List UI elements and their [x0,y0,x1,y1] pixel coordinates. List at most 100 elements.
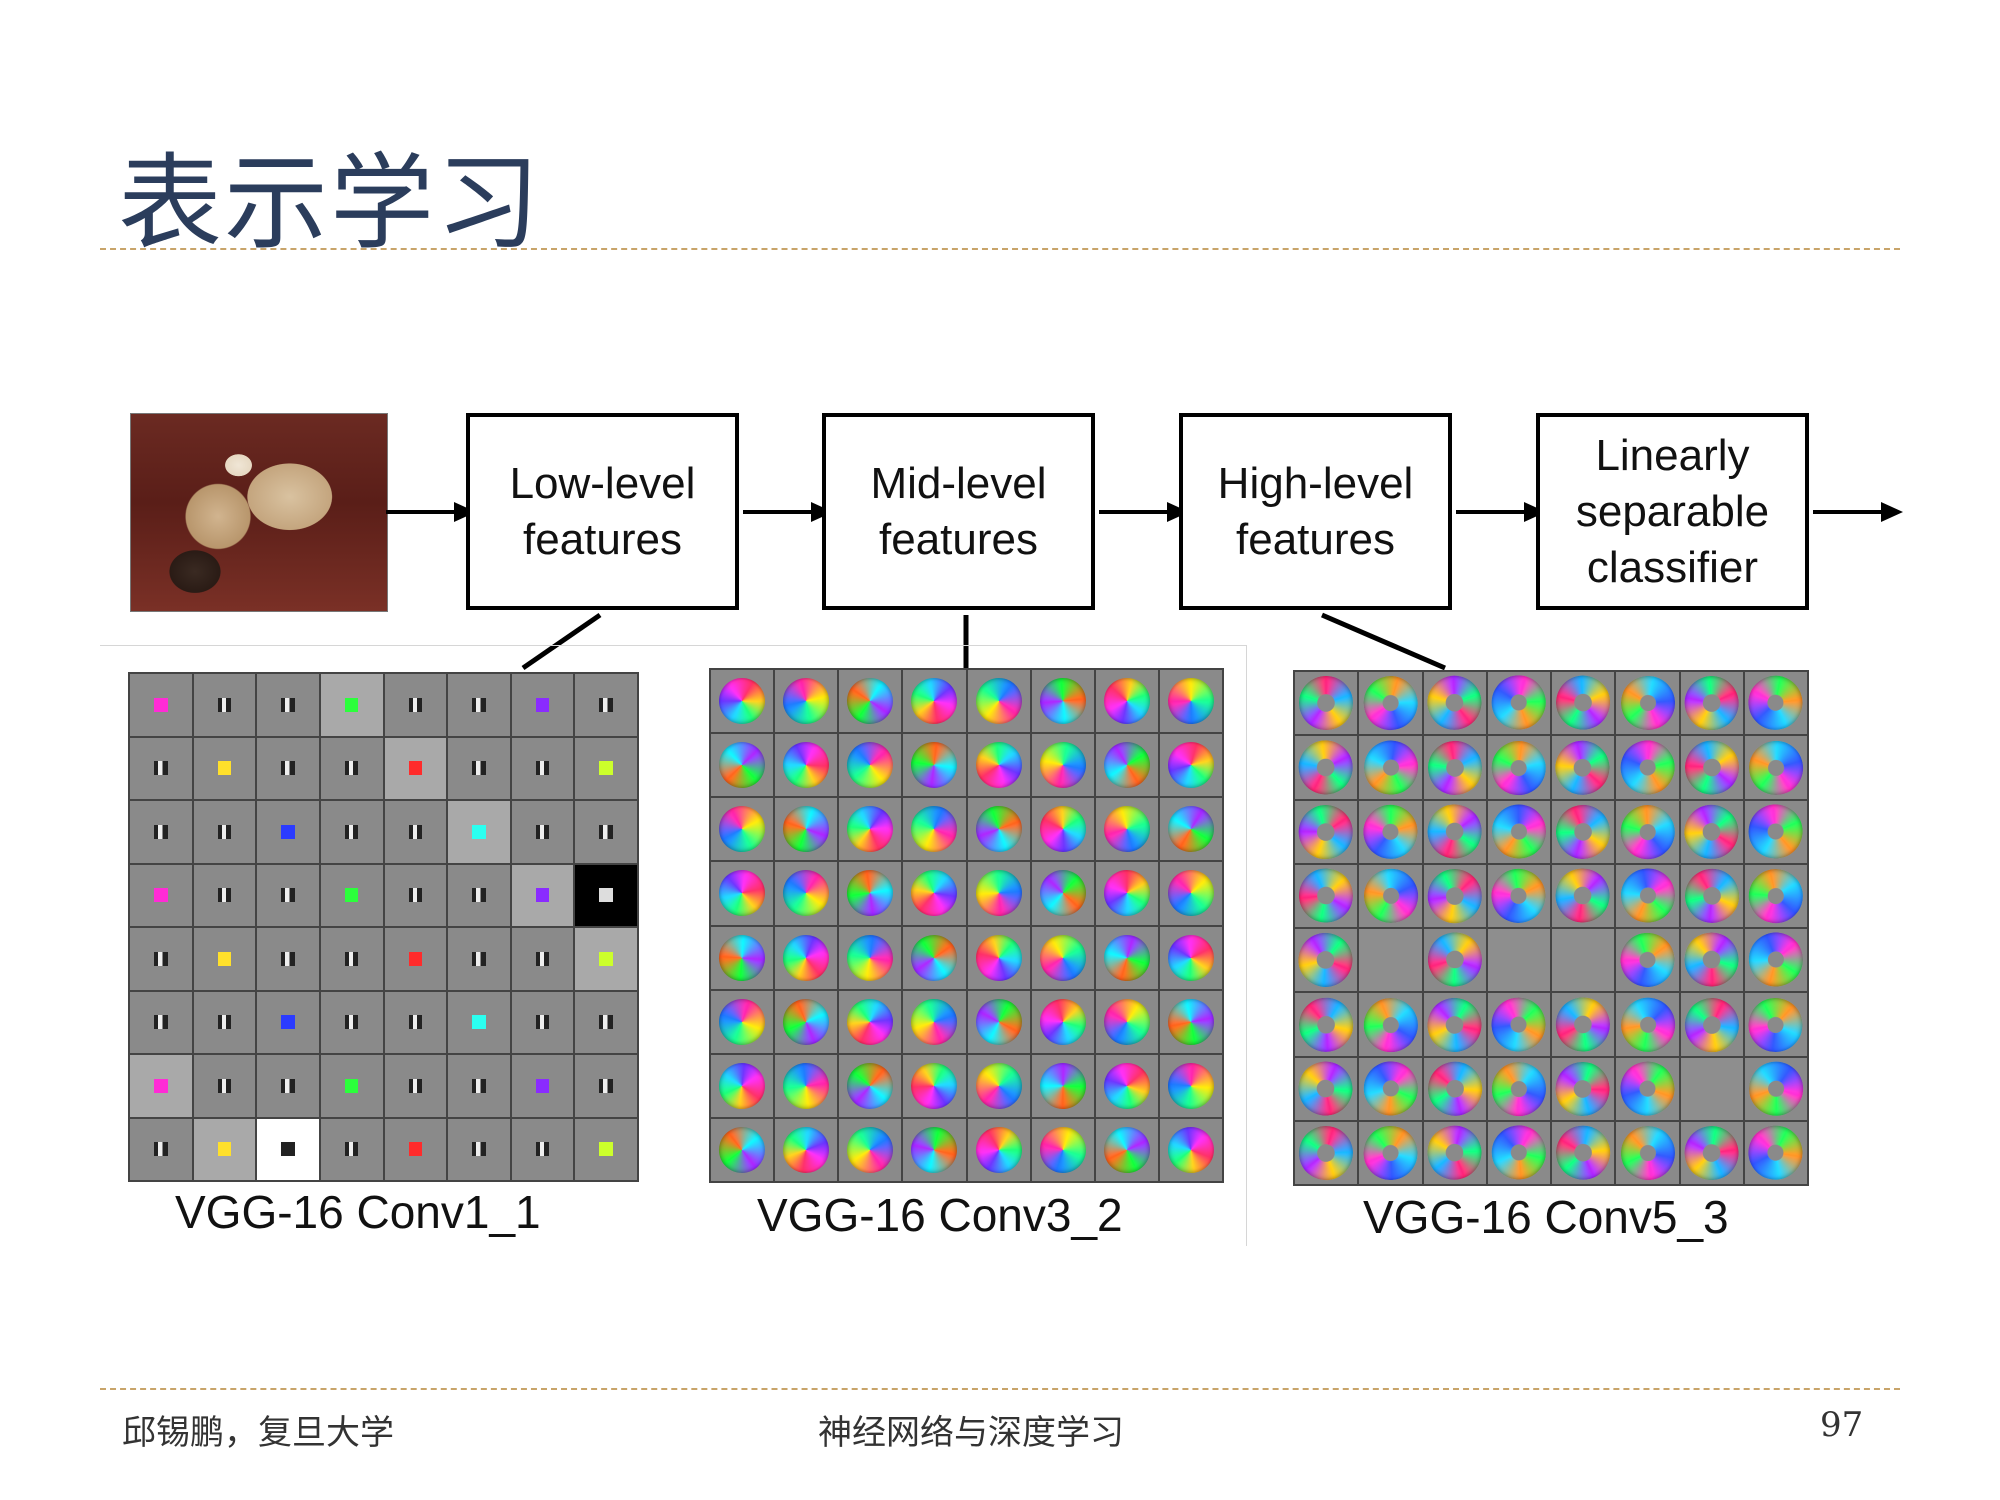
conv1-filter-cell [384,1118,447,1180]
conv1-filter-swatch [154,824,168,839]
conv5-filter-cell [1743,734,1809,801]
conv3-filter-cell [966,796,1031,862]
conv1-filter-cell [193,1055,256,1117]
conv1-filter-cell [193,1118,256,1180]
conv1-filter-swatch [535,1142,550,1156]
conv1-filter-swatch [281,951,295,966]
conv5-filter-cell [1291,925,1361,995]
conv1-filter-swatch [281,761,295,775]
conv3-filter-cell [1159,1118,1222,1181]
conv1-filter-cell [511,674,574,736]
conv1-filter-swatch [535,824,550,839]
conv5-filter-pattern [1545,729,1621,806]
conv3-filter-pattern [840,927,901,988]
arrow-4 [1456,510,1526,514]
conv5-filter-pattern [1676,667,1747,739]
conv1-filter-swatch [217,888,232,902]
conv3-filter-pattern [904,735,965,796]
conv1-filter-cell [320,991,383,1053]
conv5-filter-cell [1353,1051,1428,1126]
conv3-filter-pattern [969,928,1028,987]
conv1-filter-cell [384,801,447,863]
conv5-filter-pattern [1675,859,1749,933]
conv3-filter-cell [773,989,839,1054]
conv5-filter-pattern [1356,669,1425,738]
conv3-filter-pattern [972,675,1025,728]
conv5-filter-cell [1288,986,1364,1063]
conv3-filter-pattern [967,1118,1030,1182]
conv3-filter-cell [1031,1118,1094,1181]
conv3-filter-cell [1095,734,1158,797]
conv1-filter-swatch [408,888,423,902]
box-mid-level-features: Mid-level features [822,413,1095,610]
conv5-filter-pattern [1738,858,1814,934]
conv5-filter-pattern [1482,859,1555,932]
conv3-filter-pattern [775,734,838,797]
conv5-filter-pattern [1681,1122,1742,1184]
conv3-filter-pattern [838,861,903,926]
conv5-filter-pattern [1294,1056,1358,1121]
conv1-filter-cell [511,864,574,926]
conv5-filter-cell [1359,929,1422,992]
conv3-filter-pattern [1095,862,1159,925]
conv5-filter-pattern [1547,988,1619,1061]
conv1-filter-swatch [408,761,423,775]
conv3-filter-pattern [970,1057,1027,1114]
conv5-filter-cell [1484,1054,1554,1124]
conv3-filter-cell [967,1054,1030,1117]
conv1-filter-cell [448,1055,510,1117]
conv3-filter-pattern [839,1119,902,1181]
conv5-filter-pattern [1362,1124,1419,1182]
conv3-filter-cell [838,797,903,862]
conv5-filter-pattern [1416,858,1493,934]
conv1-filter-cell [193,674,256,736]
conv3-filter-cell [1095,862,1159,925]
conv3-filter-cell [967,1118,1030,1182]
conv5-filter-pattern [1420,797,1489,866]
conv3-filter-pattern [838,797,903,862]
conv5-filter-cell [1552,929,1615,992]
arrow-output [1813,510,1883,514]
conv1-filter-cell [575,737,637,799]
conv1-filter-cell [511,737,574,799]
conv1-filter-swatch [154,951,168,966]
conv1-filter-cell [575,1118,637,1180]
conv1-filter-cell [384,928,447,990]
conv1-filter-swatch [472,761,486,775]
conv3-filter-pattern [1159,925,1223,990]
conv5-filter-cell [1613,926,1681,994]
conv1-filter-swatch [281,1015,295,1029]
conv1-filter-swatch [344,951,359,966]
conv1-filter-cell [257,674,319,736]
conv3-filter-cell [967,926,1030,989]
conv1-filter-cell [130,1055,192,1117]
conv5-filter-cell [1612,732,1683,803]
conv1-filter-swatch [344,697,359,712]
conv3-filter-cell [775,734,838,797]
conv1-filter-swatch [535,1015,550,1029]
footer-page-number: 97 [1820,1405,1864,1445]
conv3-filter-pattern [773,989,839,1054]
conv5-filter-cell [1356,669,1425,738]
conv1-filter-cell [130,1118,192,1180]
conv3-filter-cell [1095,670,1158,733]
conv1-filter-cell [130,737,192,799]
conv3-filter-cell [1030,989,1096,1055]
conv1-filter-cell [575,801,637,863]
conv5-filter-pattern [1354,860,1426,932]
conv5-filter-pattern [1550,670,1616,736]
conv5-filter-cell [1680,1121,1743,1184]
conv3-filter-cell [902,668,967,734]
box-low-level-features: Low-level features [466,413,739,610]
conv1-filter-swatch [408,1078,423,1093]
conv3-filter-pattern [1162,864,1220,923]
conv1-filter-cell [384,737,447,799]
conv3-filter-cell [775,1118,838,1181]
conv5-filter-pattern [1741,925,1811,995]
conv5-filter-pattern [1618,674,1677,733]
conv1-filter-cell [320,801,383,863]
conv5-filter-cell [1676,667,1747,739]
conv1-filter-swatch [535,697,550,712]
conv3-filter-cell [711,1054,774,1117]
conv1-filter-cell [130,674,192,736]
